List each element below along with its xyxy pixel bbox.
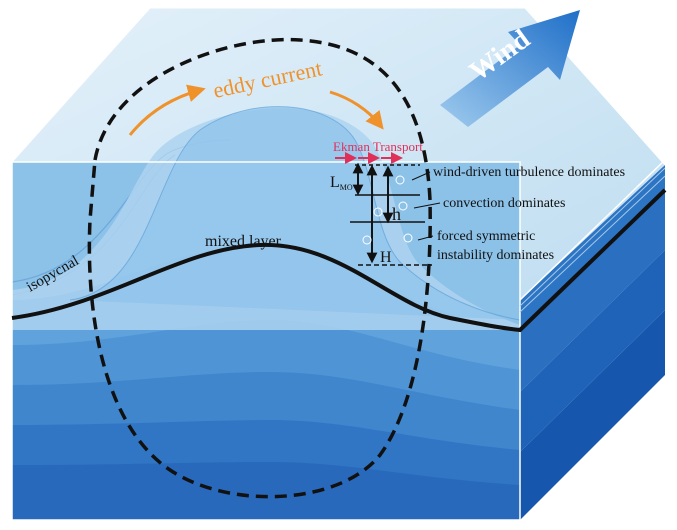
scale-markers bbox=[350, 162, 432, 266]
convection-label: convection dominates bbox=[443, 196, 565, 211]
right-face bbox=[520, 165, 665, 520]
l-mo-label: LMO bbox=[330, 174, 353, 192]
ekman-transport-label: Ekman Transport bbox=[333, 139, 423, 154]
mixed-layer-line bbox=[11, 188, 667, 333]
h-label: h bbox=[392, 204, 401, 224]
eddy-outline bbox=[87, 37, 432, 499]
surface-lines bbox=[519, 159, 666, 313]
forced-symmetric-label-1: forced symmetric bbox=[437, 229, 535, 244]
front-face bbox=[11, 106, 521, 521]
eddy-current-arrows bbox=[128, 84, 384, 136]
mixed-layer-label: mixed layer bbox=[205, 233, 282, 250]
H-label: H bbox=[380, 249, 392, 266]
forced-symmetric-label-2: instability dominates bbox=[437, 248, 554, 263]
wind-arrow bbox=[440, 10, 580, 127]
regime-pointers bbox=[411, 171, 441, 241]
wind-driven-label: wind-driven turbulence dominates bbox=[433, 165, 625, 180]
